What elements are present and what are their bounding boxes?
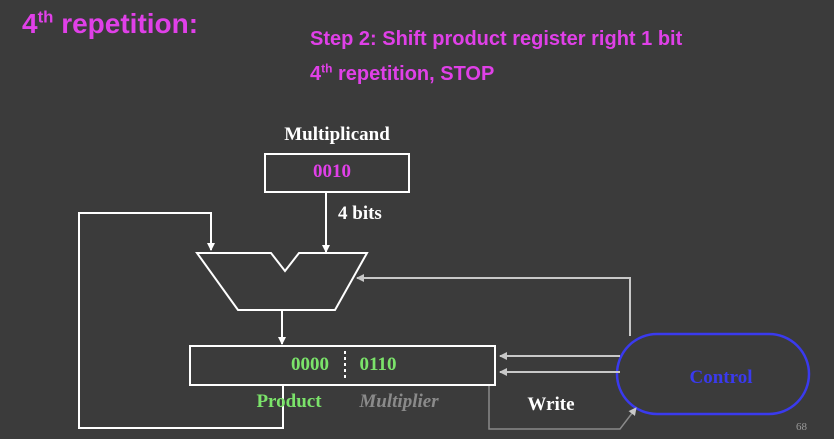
bus-width-label: 4 bits xyxy=(338,203,382,224)
slide-number: 68 xyxy=(796,421,808,433)
control-to-alu-signal xyxy=(356,274,631,336)
multiplicand-value: 0010 xyxy=(313,161,351,182)
title-ordinal: 4 xyxy=(22,8,38,39)
multiplicand-register xyxy=(264,153,410,193)
repetition-ordinal: 4 xyxy=(310,63,322,85)
multiplier-label: Multiplier xyxy=(358,391,439,412)
product-high-value: 0000 xyxy=(291,354,329,375)
step-description: Step 2: Shift product register right 1 b… xyxy=(310,28,683,50)
alu-adder xyxy=(195,252,369,311)
product-feedback-loop xyxy=(78,212,284,429)
control-label: Control xyxy=(690,367,753,388)
repetition-text: repetition, STOP xyxy=(332,63,495,85)
repetition-status: 4th repetition, STOP xyxy=(310,61,495,86)
title-text: repetition: xyxy=(53,8,199,39)
repetition-ordinal-suffix: th xyxy=(321,61,333,76)
product-register xyxy=(189,345,496,386)
title-ordinal-suffix: th xyxy=(37,7,54,27)
product-lsb-to-control-signal xyxy=(488,386,637,430)
control-unit xyxy=(615,332,811,416)
slide-title: 4th repetition: xyxy=(22,8,198,40)
write-label: Write xyxy=(527,394,574,415)
product-label: Product xyxy=(256,391,322,412)
product-low-value: 0110 xyxy=(360,354,397,375)
multiplicand-label: Multiplicand xyxy=(284,124,390,145)
